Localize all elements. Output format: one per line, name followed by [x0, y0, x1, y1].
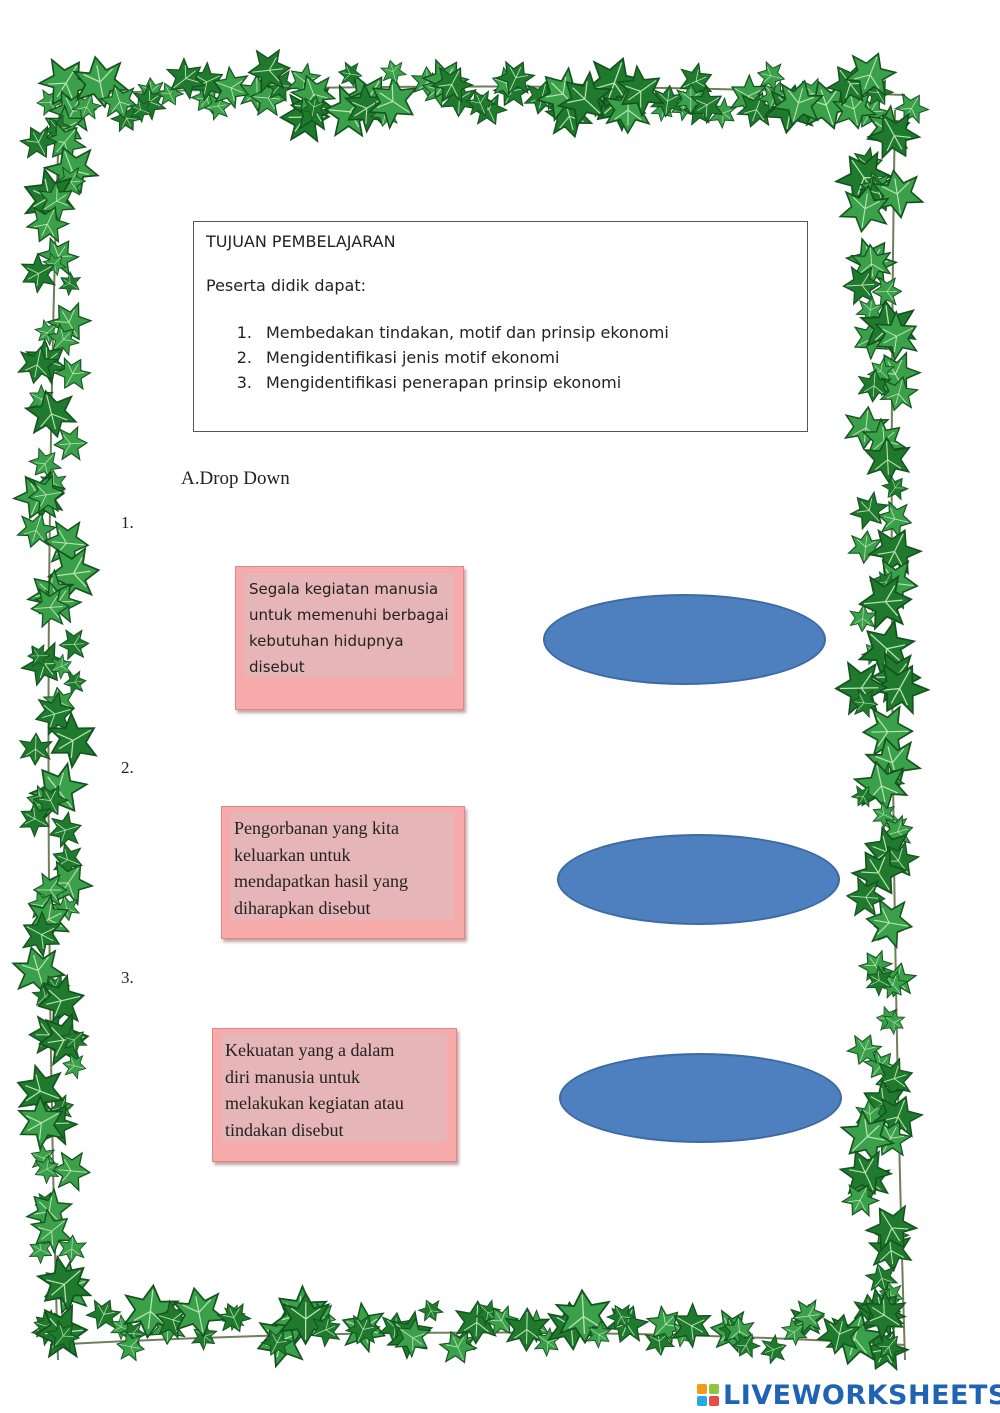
objective-item: 3.Mengidentifikasi penerapan prinsip eko…: [236, 373, 622, 392]
objective-item: 2.Mengidentifikasi jenis motif ekonomi: [236, 348, 560, 367]
question-number: 3.: [121, 968, 134, 987]
liveworksheets-logo-mark: [697, 1384, 719, 1406]
liveworksheets-logo-text: LIVEWORKSHEETS: [723, 1379, 1000, 1411]
objective-item: 1.Membedakan tindakan, motif dan prinsip…: [236, 323, 669, 342]
section-title: A.Drop Down: [181, 468, 290, 489]
question-card: Kekuatan yang a dalam diri manusia untuk…: [212, 1028, 457, 1162]
question-text: Pengorbanan yang kita keluarkan untuk me…: [230, 812, 454, 920]
question-card: Segala kegiatan manusia untuk memenuhi b…: [235, 566, 464, 710]
question-number: 1.: [121, 513, 134, 532]
question-number: 2.: [121, 758, 134, 777]
question-text: Segala kegiatan manusia untuk memenuhi b…: [244, 573, 454, 677]
learning-objectives-box: TUJUAN PEMBELAJARAN Peserta didik dapat:…: [193, 221, 808, 432]
objectives-title: TUJUAN PEMBELAJARAN: [206, 232, 396, 251]
liveworksheets-logo: LIVEWORKSHEETS: [697, 1378, 1000, 1412]
question-card: Pengorbanan yang kita keluarkan untuk me…: [221, 806, 465, 939]
answer-dropdown[interactable]: [543, 594, 826, 685]
answer-dropdown[interactable]: [559, 1053, 842, 1143]
objectives-intro: Peserta didik dapat:: [206, 276, 366, 295]
objectives-list: 1.Membedakan tindakan, motif dan prinsip…: [206, 320, 669, 395]
answer-dropdown[interactable]: [557, 834, 840, 925]
question-text: Kekuatan yang a dalam diri manusia untuk…: [221, 1034, 447, 1142]
